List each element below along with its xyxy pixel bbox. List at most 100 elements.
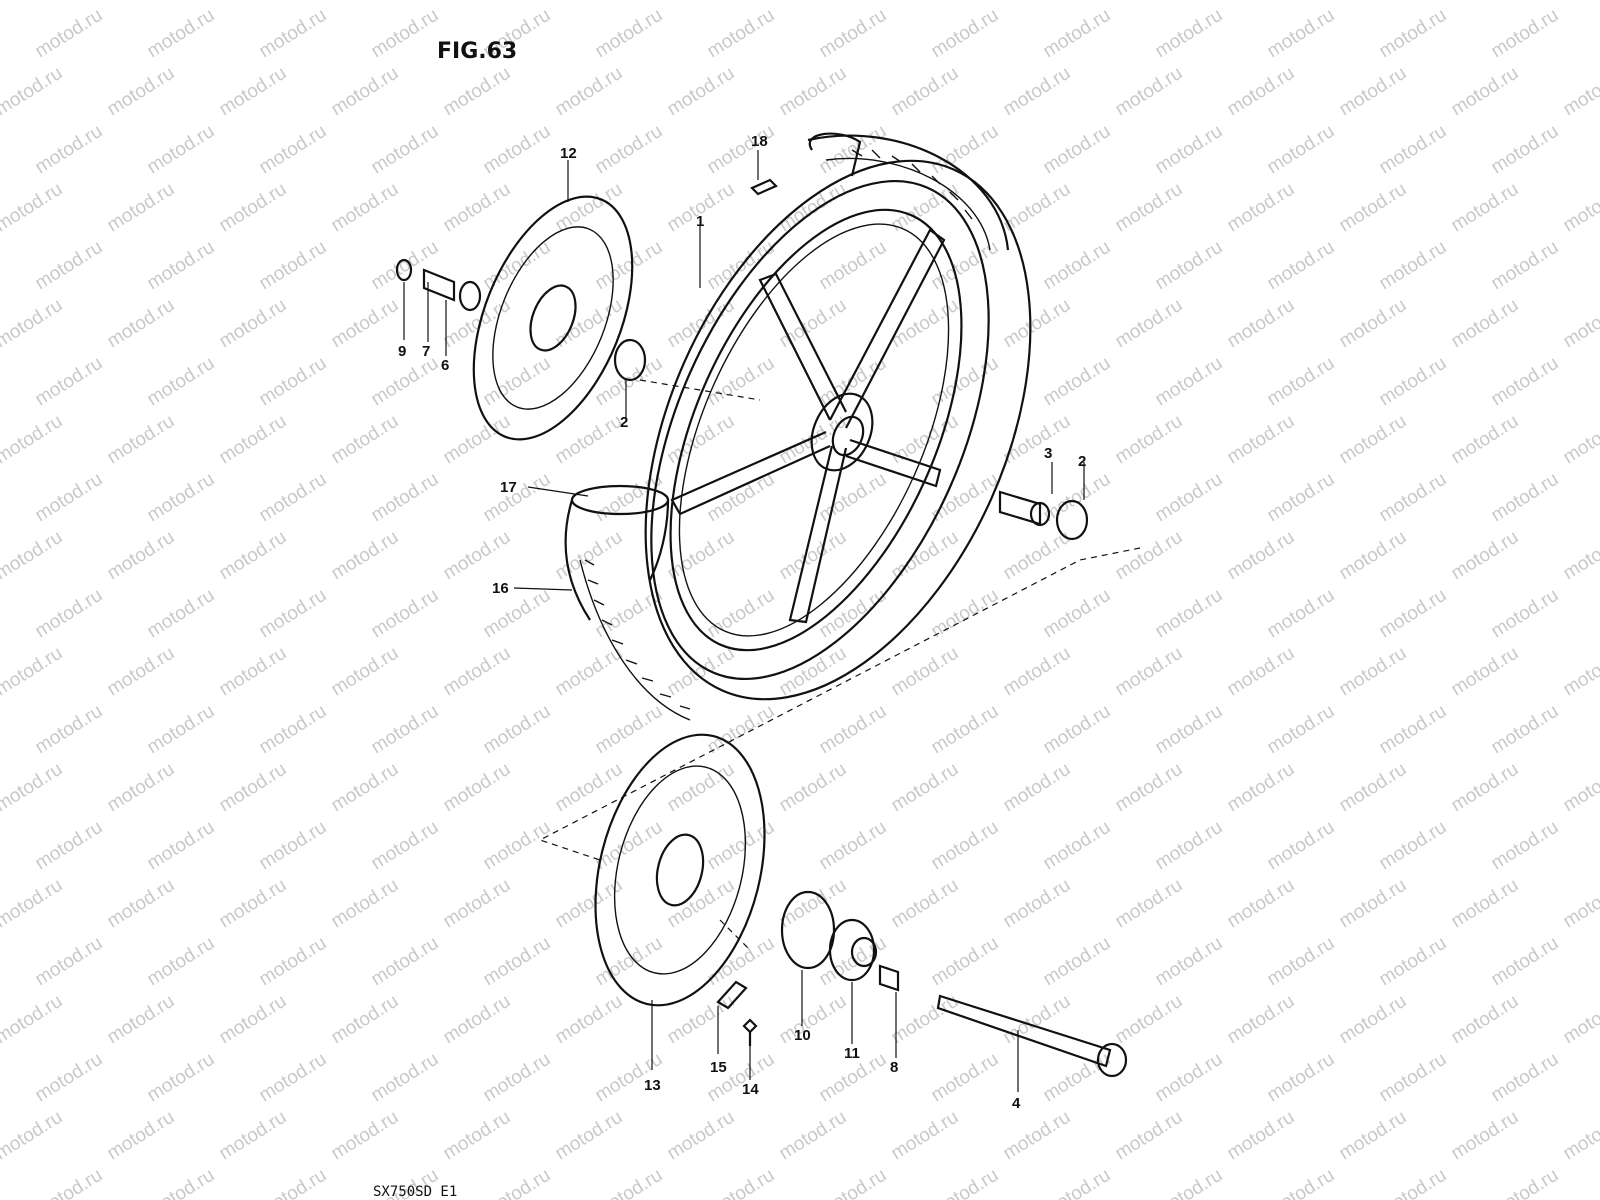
watermark-text: motod.ru xyxy=(256,817,331,875)
watermark-text: motod.ru xyxy=(256,933,331,991)
callout-12: 12 xyxy=(560,145,577,162)
watermark-text: motod.ru xyxy=(1000,1107,1075,1165)
watermark-text: motod.ru xyxy=(816,237,891,295)
watermark-text: motod.ru xyxy=(1336,875,1411,933)
watermark-text: motod.ru xyxy=(1000,411,1075,469)
watermark-text: motod.ru xyxy=(328,0,403,4)
watermark-text: motod.ru xyxy=(1448,63,1523,121)
watermark-text: motod.ru xyxy=(552,0,627,4)
callout-2-right: 2 xyxy=(1078,453,1086,470)
watermark-text: motod.ru xyxy=(368,817,443,875)
watermark-text: motod.ru xyxy=(1000,63,1075,121)
watermark-text: motod.ru xyxy=(1560,527,1600,585)
watermark-text: motod.ru xyxy=(104,1107,179,1165)
watermark-text: motod.ru xyxy=(216,527,291,585)
callout-2-upper: 2 xyxy=(620,414,628,431)
watermark-text: motod.ru xyxy=(1376,933,1451,991)
watermark-text: motod.ru xyxy=(440,1107,515,1165)
watermark-text: motod.ru xyxy=(144,1165,219,1200)
axle-spacer xyxy=(878,964,900,992)
watermark-text: motod.ru xyxy=(816,469,891,527)
watermark-text: motod.ru xyxy=(776,527,851,585)
right-bearing-spacer xyxy=(998,490,1089,541)
watermark-text: motod.ru xyxy=(1112,63,1187,121)
watermark-text: motod.ru xyxy=(1040,585,1115,643)
watermark-text: motod.ru xyxy=(816,585,891,643)
rim-inner xyxy=(669,208,963,652)
watermark-text: motod.ru xyxy=(1040,933,1115,991)
watermark-text: motod.ru xyxy=(1040,469,1115,527)
watermark-text: motod.ru xyxy=(480,353,555,411)
watermark-text: motod.ru xyxy=(1000,759,1075,817)
watermark-text: motod.ru xyxy=(216,759,291,817)
callout-6: 6 xyxy=(441,357,449,374)
watermark-text: motod.ru xyxy=(552,643,627,701)
watermark-text: motod.ru xyxy=(1488,817,1563,875)
watermark-text: motod.ru xyxy=(1000,643,1075,701)
watermark-text: motod.ru xyxy=(104,0,179,4)
watermark-text: motod.ru xyxy=(1376,701,1451,759)
watermark-text: motod.ru xyxy=(1040,5,1115,63)
watermark-text: motod.ru xyxy=(480,817,555,875)
watermark-text: motod.ru xyxy=(440,875,515,933)
watermark-text: motod.ru xyxy=(328,179,403,237)
watermark-text: motod.ru xyxy=(480,933,555,991)
watermark-text: motod.ru xyxy=(552,63,627,121)
callout-7: 7 xyxy=(422,343,430,360)
watermark-text: motod.ru xyxy=(256,1049,331,1107)
tire-bead-top xyxy=(808,132,862,177)
watermark-text: motod.ru xyxy=(368,701,443,759)
watermark-text: motod.ru xyxy=(1000,0,1075,4)
watermark-text: motod.ru xyxy=(1264,817,1339,875)
watermark-text: motod.ru xyxy=(1112,179,1187,237)
watermark-text: motod.ru xyxy=(32,237,107,295)
watermark-text: motod.ru xyxy=(704,817,779,875)
watermark-text: motod.ru xyxy=(776,759,851,817)
watermark-text: motod.ru xyxy=(928,1049,1003,1107)
watermark-text: motod.ru xyxy=(1488,933,1563,991)
watermark-text: motod.ru xyxy=(1448,179,1523,237)
watermark-text: motod.ru xyxy=(328,875,403,933)
watermark-text: motod.ru xyxy=(1376,1165,1451,1200)
watermark-text: motod.ru xyxy=(1336,991,1411,1049)
speedometer-gearbox xyxy=(828,918,878,982)
watermark-text: motod.ru xyxy=(816,353,891,411)
watermark-text: motod.ru xyxy=(1560,179,1600,237)
watermark-text: motod.ru xyxy=(888,759,963,817)
watermark-text: motod.ru xyxy=(776,295,851,353)
watermark-text: motod.ru xyxy=(1336,643,1411,701)
callout-14: 14 xyxy=(742,1081,759,1098)
watermark-text: motod.ru xyxy=(328,527,403,585)
watermark-text: motod.ru xyxy=(256,701,331,759)
watermark-text: motod.ru xyxy=(32,817,107,875)
watermark-text: motod.ru xyxy=(664,1107,739,1165)
watermark-text: motod.ru xyxy=(776,991,851,1049)
watermark-text: motod.ru xyxy=(888,0,963,4)
watermark-text: motod.ru xyxy=(592,237,667,295)
brake-disc-upper xyxy=(472,195,634,441)
watermark-text: motod.ru xyxy=(1448,991,1523,1049)
front-axle xyxy=(936,994,1128,1078)
watermark-text: motod.ru xyxy=(0,1107,66,1165)
bearing-upper xyxy=(613,338,647,382)
watermark-text: motod.ru xyxy=(1336,0,1411,4)
watermark-text: motod.ru xyxy=(552,1107,627,1165)
figure-title: FIG.63 xyxy=(437,39,517,64)
watermark-text: motod.ru xyxy=(216,643,291,701)
watermark-text: motod.ru xyxy=(0,0,66,4)
watermark-text: motod.ru xyxy=(1152,817,1227,875)
watermark-text: motod.ru xyxy=(1336,179,1411,237)
watermark-text: motod.ru xyxy=(1152,1165,1227,1200)
watermark-text: motod.ru xyxy=(1560,1107,1600,1165)
watermark-text: motod.ru xyxy=(328,1107,403,1165)
watermark-text: motod.ru xyxy=(440,759,515,817)
watermark-text: motod.ru xyxy=(0,875,66,933)
watermark-text: motod.ru xyxy=(1488,353,1563,411)
watermark-text: motod.ru xyxy=(928,237,1003,295)
watermark-text: motod.ru xyxy=(1448,411,1523,469)
watermark-text: motod.ru xyxy=(1224,411,1299,469)
watermark-text: motod.ru xyxy=(1448,759,1523,817)
watermark-text: motod.ru xyxy=(440,991,515,1049)
watermark-text: motod.ru xyxy=(368,353,443,411)
valve-cap xyxy=(750,178,778,196)
